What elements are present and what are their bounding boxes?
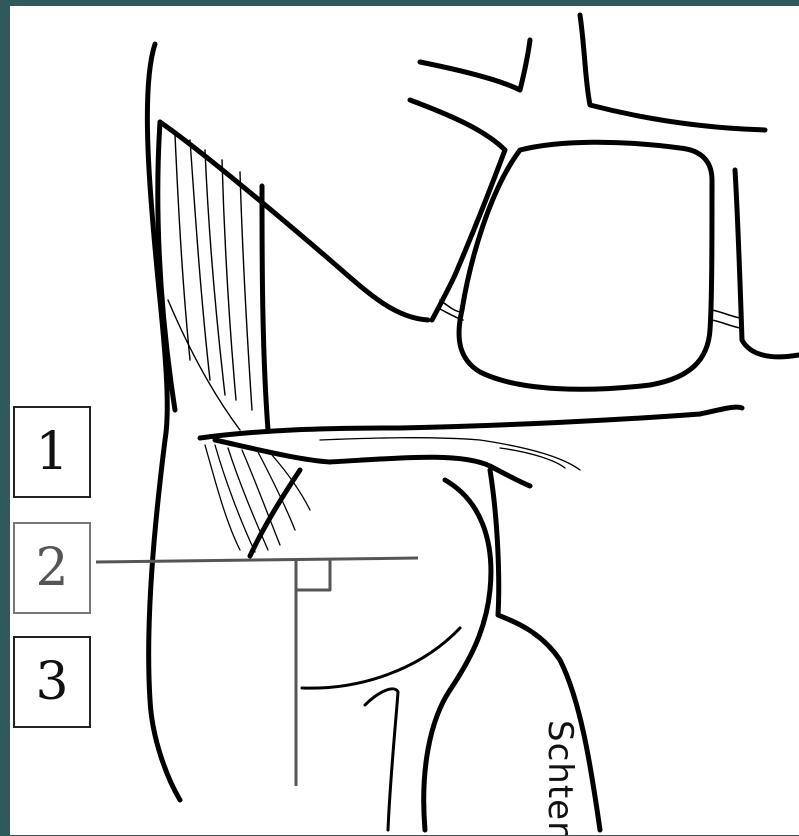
label-box-2: 2 [13,522,91,614]
tendon-outline [158,122,175,410]
label-1: 1 [35,422,68,482]
upper-structure-1 [420,40,530,90]
plateau-band-lower [215,440,530,486]
tibia-notch [365,689,398,830]
tibia-head [424,480,491,830]
label-2: 2 [35,538,68,598]
femur-curve [160,122,428,320]
measurement-lines [96,558,418,786]
label-3: 3 [35,652,68,712]
upper-structure-5 [735,170,799,357]
left-contour [147,44,180,800]
tendon-fibers [168,135,252,430]
tibia-inner [302,628,460,688]
label-box-1: 1 [13,406,91,498]
upper-structure-4 [459,142,712,389]
upper-structure-3 [580,15,765,130]
tendon-edge [262,186,268,430]
plateau-band-upper [200,407,742,438]
label-box-3: 3 [13,636,91,728]
tibia-neck [250,470,300,556]
artist-signature: Schter [540,720,580,836]
small-ligaments [438,300,740,328]
